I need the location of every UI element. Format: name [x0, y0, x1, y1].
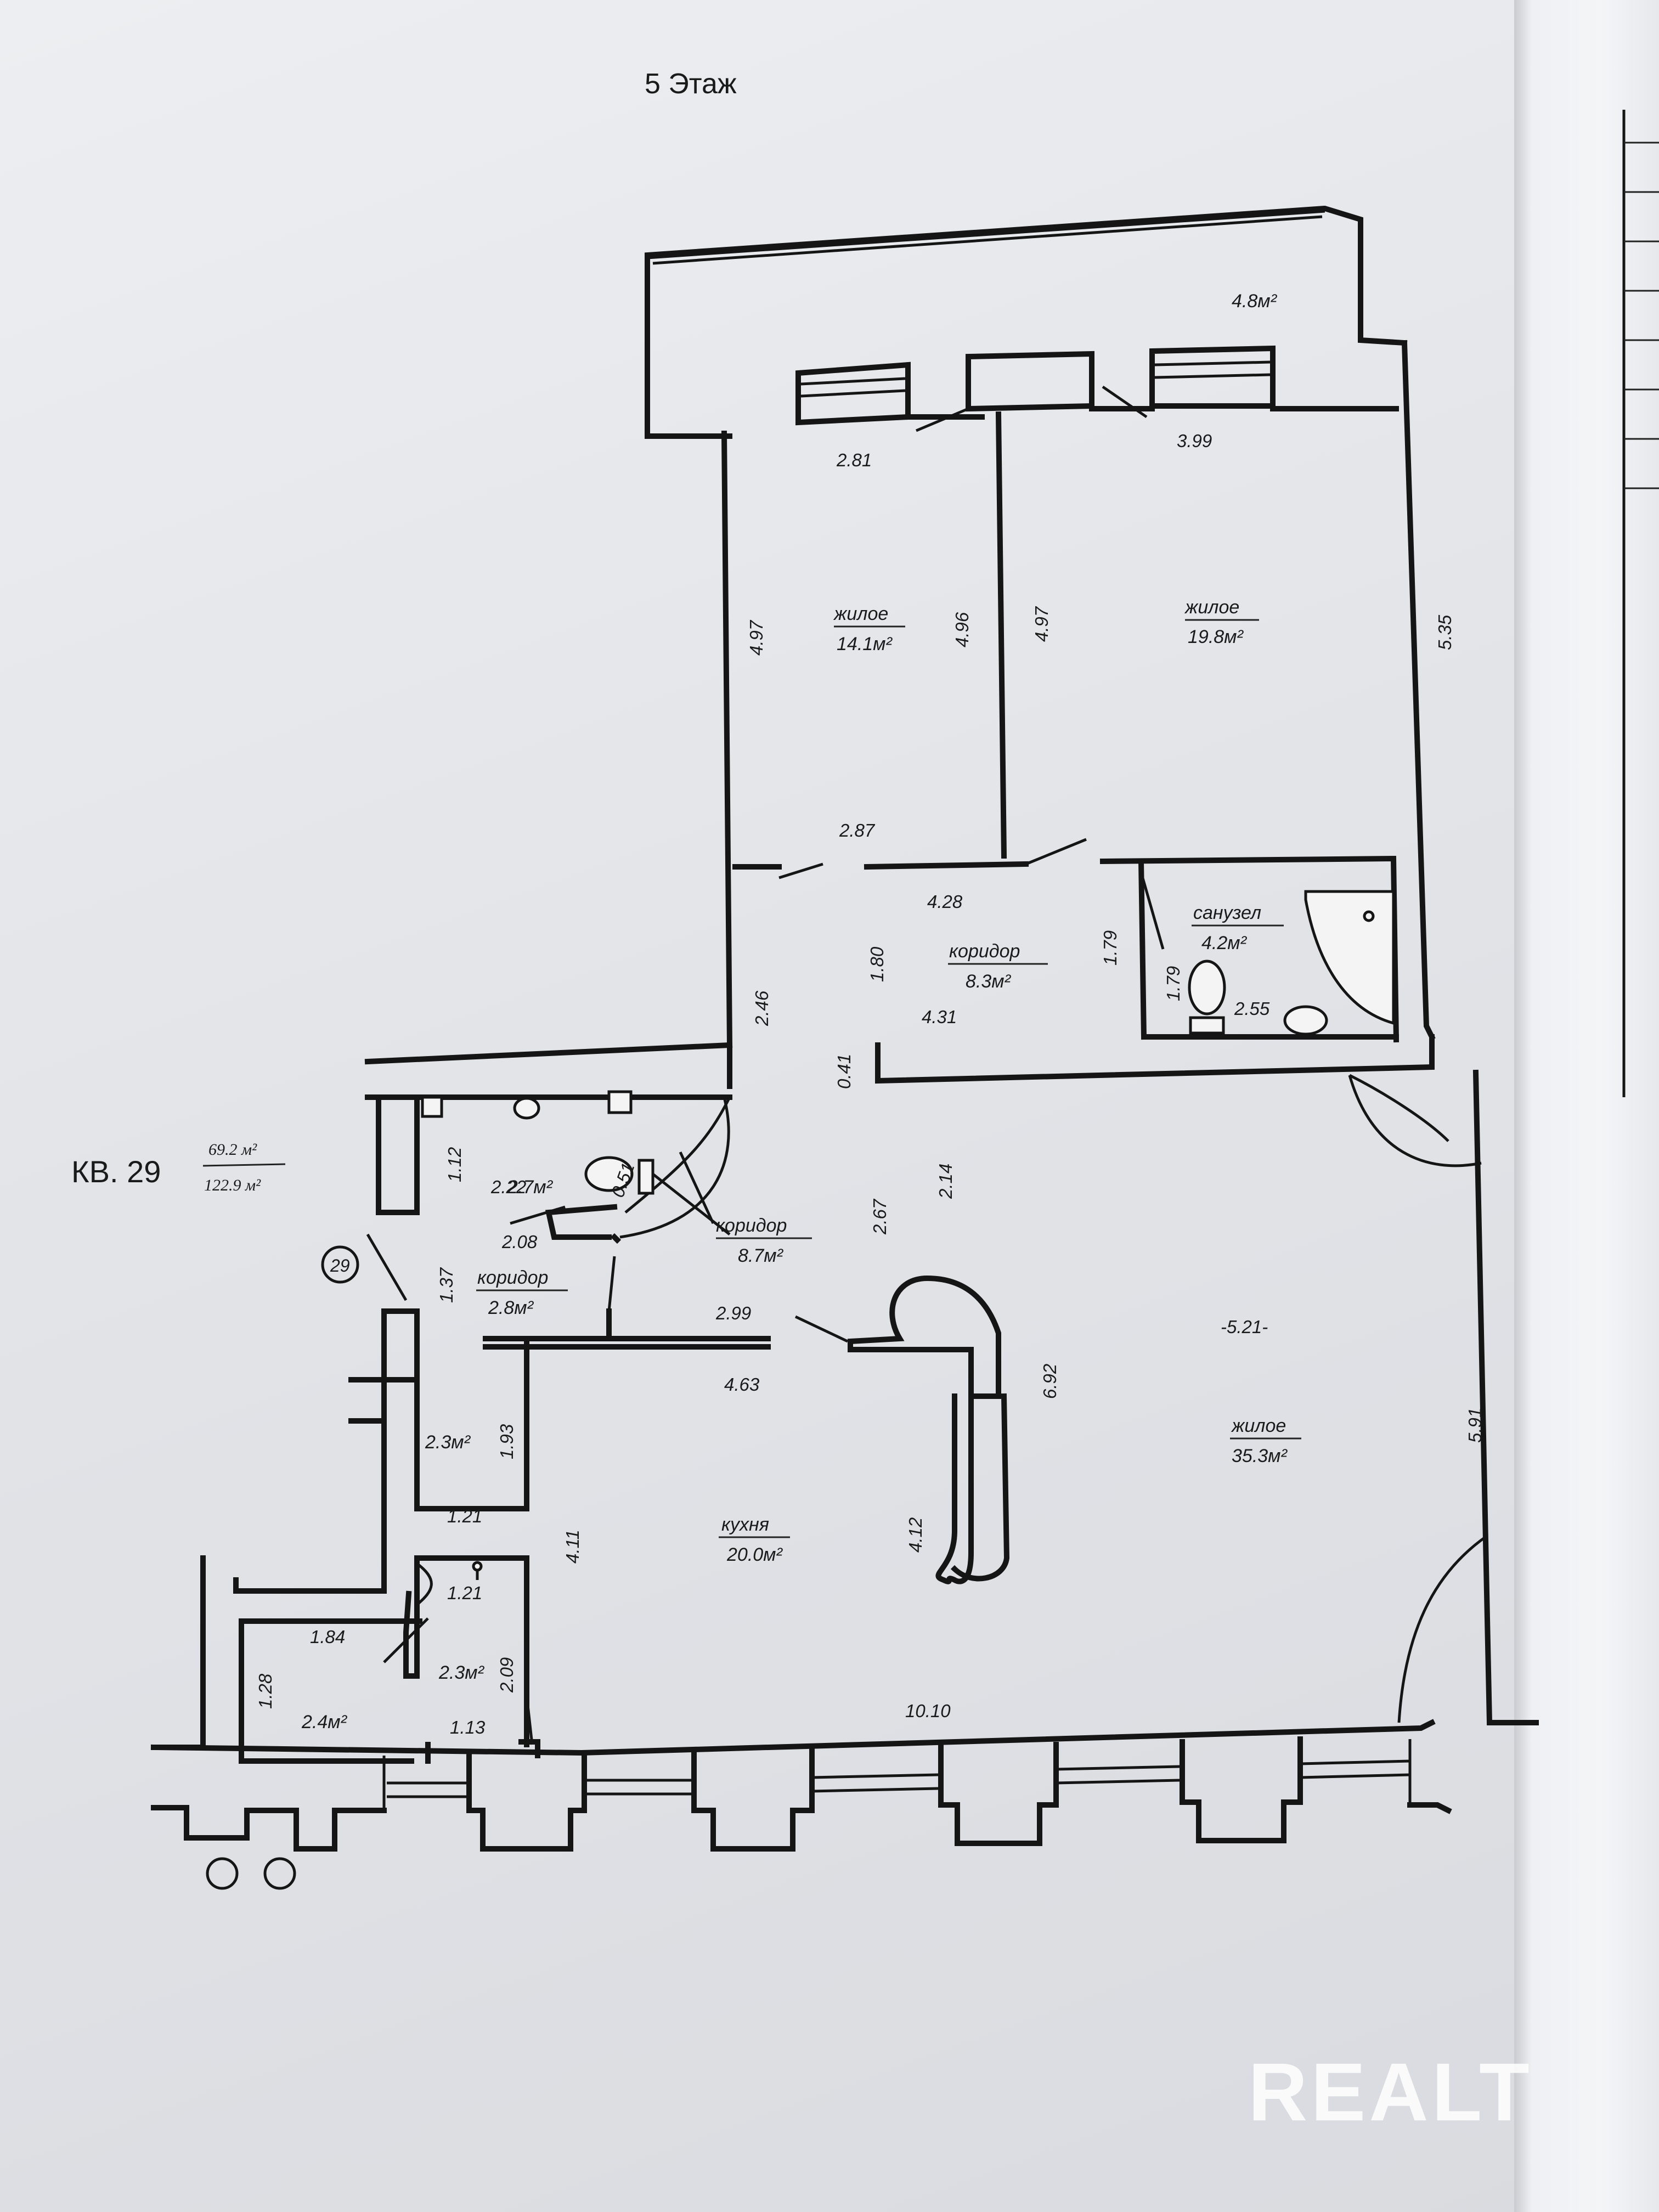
- sink-icon-wc: [513, 1097, 540, 1120]
- room-area-storage-2-4: 2.4м²: [301, 1712, 348, 1733]
- dim-label: 4.96: [952, 612, 972, 647]
- toilet-icon: [1188, 960, 1226, 1015]
- room-area-balcony: 4.8м²: [1232, 291, 1278, 312]
- dim-label: 2.08: [501, 1232, 538, 1252]
- bathroom-fixtures: [421, 890, 1395, 1580]
- realt-watermark-logo: REALT: [1248, 2046, 1533, 2138]
- walls: [150, 205, 1539, 1852]
- dim-label: 2.14: [935, 1164, 956, 1199]
- next-page-edge: [1514, 0, 1659, 2212]
- wheel-marks: [206, 1857, 296, 1890]
- room-labels: 4.8м² жилое 14.1м² жилое 19.8м² санузел …: [301, 291, 1301, 1733]
- room-area-wc: 2.7м²: [507, 1177, 554, 1198]
- paper-sheet: [0, 0, 1607, 2212]
- dim-label: 4.28: [927, 891, 963, 912]
- dim-label: 4.11: [562, 1530, 583, 1564]
- room-name-bathroom: санузел: [1193, 902, 1261, 923]
- dim-label: 4.12: [905, 1517, 926, 1553]
- apartment-area-total: 122.9 м²: [204, 1176, 261, 1194]
- dim-label: 1.28: [255, 1673, 275, 1709]
- dimension-labels: 2.81 3.99 4.97 4.96 4.97 5.35 2.87 4.28 …: [255, 431, 1485, 1737]
- dim-label: 1.80: [867, 946, 887, 982]
- apartment-area-living: 69.2 м²: [208, 1141, 257, 1159]
- room-area-corridor-8-7: 8.7м²: [738, 1245, 784, 1266]
- apartment-info: КВ. 29 69.2 м² 122.9 м² 29: [71, 1141, 359, 1284]
- dim-label: 5.35: [1435, 614, 1455, 650]
- room-name-corridor-2-8: коридор: [477, 1267, 548, 1288]
- dim-label: 1.84: [310, 1627, 345, 1647]
- dim-label: 1.13: [450, 1717, 486, 1737]
- room-name-living-35: жилое: [1231, 1415, 1286, 1436]
- room-area-corridor-8-3: 8.3м²: [966, 971, 1012, 992]
- entry-number: 29: [330, 1256, 350, 1276]
- dim-label: 1.79: [1163, 966, 1183, 1001]
- dim-label: 1.21: [447, 1506, 482, 1526]
- dim-label: 4.63: [724, 1374, 760, 1395]
- dim-label: 5.91: [1465, 1408, 1485, 1443]
- dim-label: 2.46: [752, 990, 772, 1026]
- dim-label: 2.22: [490, 1177, 526, 1197]
- dim-label: 4.97: [1031, 606, 1052, 642]
- dim-label: 3.99: [1177, 431, 1212, 451]
- dim-label: 4.31: [922, 1007, 957, 1027]
- dim-label: 1.12: [444, 1147, 465, 1182]
- door-swings: [366, 385, 1488, 1745]
- dim-label: 2.67: [870, 1198, 890, 1235]
- toilet-icon-wc: [584, 1156, 634, 1192]
- floor-title: 5 Этаж: [645, 68, 737, 100]
- dim-label: 1.21: [447, 1583, 482, 1603]
- dim-label: 2.81: [836, 450, 872, 470]
- dim-label: 10.10: [905, 1701, 951, 1721]
- room-area-living-35: 35.3м²: [1232, 1446, 1288, 1466]
- room-name-corridor-8-3: коридор: [949, 941, 1020, 962]
- dim-label: 2.99: [715, 1303, 751, 1323]
- room-area-corridor-2-8: 2.8м²: [488, 1297, 534, 1318]
- dim-label: 2.55: [1234, 998, 1270, 1019]
- dim-label: -5.21-: [1221, 1317, 1268, 1337]
- dim-label: 4.97: [746, 619, 766, 656]
- right-page-table: [1622, 110, 1659, 1097]
- dim-label: 1.93: [496, 1424, 517, 1459]
- dim-label: 6.92: [1040, 1364, 1060, 1399]
- room-area-living-19: 19.8м²: [1188, 627, 1244, 647]
- bathtub-icon: [1304, 890, 1395, 1025]
- dim-label: 2.87: [839, 820, 876, 840]
- room-area-storage-2-3a: 2.3м²: [425, 1432, 471, 1453]
- room-area-bathroom: 4.2м²: [1201, 933, 1248, 953]
- room-name-kitchen: кухня: [721, 1514, 769, 1535]
- sink-icon: [1283, 1005, 1328, 1036]
- balcony-wall: [645, 205, 1408, 381]
- room-name-living-19: жилое: [1184, 597, 1239, 618]
- dim-label: 0.41: [834, 1054, 854, 1089]
- apartment-label: КВ. 29: [71, 1154, 161, 1189]
- room-area-kitchen: 20.0м²: [726, 1544, 783, 1565]
- room-area-storage-2-3b: 2.3м²: [438, 1662, 485, 1683]
- room-name-corridor-8-7: коридор: [716, 1215, 787, 1236]
- room-name-living-14: жилое: [833, 603, 888, 624]
- dim-label: 1.37: [436, 1267, 456, 1303]
- dim-label: 2.09: [496, 1657, 517, 1693]
- room-area-living-14: 14.1м²: [837, 634, 893, 654]
- dim-label: 1.79: [1100, 930, 1120, 966]
